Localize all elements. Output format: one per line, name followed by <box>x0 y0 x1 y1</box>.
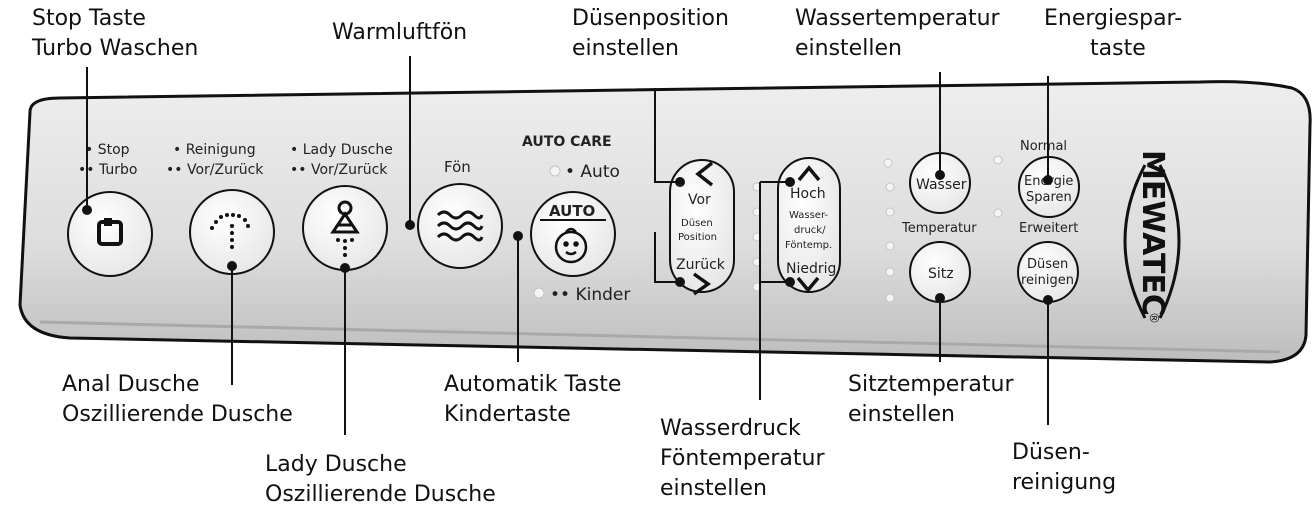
dryer-button[interactable] <box>417 183 503 269</box>
normal-led <box>993 155 1003 165</box>
nozzle-position-control: Vor Düsen Position Zurück <box>669 159 735 296</box>
duesen-button-label-1: Düsen <box>1027 257 1068 272</box>
druck-center-2: druck/ <box>794 225 826 236</box>
energie-button-label-2: Sparen <box>1026 190 1072 205</box>
druck-center-1: Wasser- <box>789 210 828 221</box>
stop-label-2: •• Turbo <box>78 162 137 178</box>
lady-label-2: •• Vor/Zurück <box>290 162 388 178</box>
callout-stop-line2: Turbo Waschen <box>32 36 199 61</box>
wasser-button-label: Wasser <box>916 177 967 193</box>
stop-label-1: • Stop <box>85 142 130 158</box>
callout-energie: Energiespar- taste <box>1044 4 1182 64</box>
pos-center-1: Düsen <box>681 218 713 229</box>
kinder-label: •• Kinder <box>550 285 630 305</box>
brand-logo: MEWATEC ® <box>1123 150 1181 324</box>
reinigung-label-1: • Reinigung <box>173 142 256 158</box>
callout-wassertemp-line2: einstellen <box>795 36 902 61</box>
foen-label: Fön <box>444 158 471 176</box>
callout-anal-line1: Anal Dusche <box>62 372 200 397</box>
callout-lady: Lady Dusche Oszillierende Dusche <box>265 450 496 510</box>
autocare-title: AUTO CARE <box>522 134 612 150</box>
callout-energie-line2: taste <box>1090 36 1146 61</box>
temperatur-label: Temperatur <box>901 221 977 236</box>
callout-duesenpos-line1: Düsenposition <box>572 6 729 31</box>
callout-stop: Stop Taste Turbo Waschen <box>32 4 198 64</box>
callout-lady-line2: Oszillierende Dusche <box>265 482 496 507</box>
chevron-left-icon <box>695 161 714 187</box>
callout-anal: Anal Dusche Oszillierende Dusche <box>62 370 293 430</box>
panel-body <box>18 80 1312 364</box>
pos-vor: Vor <box>688 192 711 208</box>
duesen-button-label-2: reinigen <box>1021 273 1074 288</box>
lady-shower-button[interactable] <box>302 185 388 271</box>
pressure-up-button[interactable]: Hoch <box>790 165 826 202</box>
shower-spray-icon <box>210 213 250 249</box>
auto-led <box>549 165 561 177</box>
callout-anal-line2: Oszillierende Dusche <box>62 402 293 427</box>
lady-icon <box>330 200 360 257</box>
auto-button-label: AUTO <box>549 202 595 220</box>
callout-wasserdruck: Wasserdruck Föntemperatur einstellen <box>660 414 825 504</box>
callout-lady-line1: Lady Dusche <box>265 452 407 477</box>
callout-warm-line1: Warmluftfön <box>332 20 468 45</box>
callout-energie-line1: Energiespar- <box>1044 6 1183 31</box>
callout-automatik: Automatik Taste Kindertaste <box>444 370 621 430</box>
erweitert-label: Erweitert <box>1019 221 1078 236</box>
druck-hoch: Hoch <box>790 186 826 202</box>
reinigung-label-2: •• Vor/Zurück <box>166 162 264 178</box>
nozzle-forward-button[interactable]: Vor <box>688 161 714 208</box>
kinder-led <box>533 287 545 299</box>
callout-wasserdruck-line1: Wasserdruck <box>660 416 801 441</box>
normal-label: Normal <box>1020 139 1067 154</box>
pos-zurueck: Zurück <box>676 257 726 273</box>
chevron-down-icon <box>796 276 820 293</box>
callout-wassertemp-line1: Wassertemperatur <box>795 6 1000 31</box>
auto-label: • Auto <box>565 162 620 182</box>
callout-warm: Warmluftfön <box>332 18 467 48</box>
callout-duesenrein-line1: Düsen- <box>1012 440 1090 465</box>
registered-mark: ® <box>1147 312 1161 324</box>
anal-shower-button[interactable] <box>189 189 275 275</box>
nozzle-back-button[interactable]: Zurück <box>676 257 726 296</box>
auto-kinder-button[interactable]: AUTO <box>530 191 616 277</box>
stop-icon <box>97 218 123 246</box>
leader-dots <box>82 170 1053 305</box>
callout-duesenrein: Düsen- reinigung <box>1012 438 1116 498</box>
callout-duesenpos: Düsenposition einstellen <box>572 4 729 64</box>
callout-automatik-line2: Kindertaste <box>444 402 571 427</box>
nozzle-clean-button[interactable]: Düsen reinigen <box>1017 241 1079 303</box>
callout-wasserdruck-line3: einstellen <box>660 476 767 501</box>
pos-center-2: Position <box>678 232 717 243</box>
erweitert-led <box>993 208 1003 218</box>
callout-duesenrein-line2: reinigung <box>1012 470 1117 495</box>
callout-automatik-line1: Automatik Taste <box>444 372 622 397</box>
druck-center-3: Föntemp. <box>785 240 832 251</box>
warm-air-icon <box>436 210 484 242</box>
callout-sitztemp: Sitztemperatur einstellen <box>848 370 1013 430</box>
pressure-control: Hoch Wasser- druck/ Föntemp. Niedrig <box>777 157 841 293</box>
chevron-up-icon <box>797 165 821 182</box>
callout-duesenpos-line2: einstellen <box>572 36 679 61</box>
druck-niedrig: Niedrig <box>786 261 836 277</box>
callout-sitztemp-line1: Sitztemperatur <box>848 372 1014 397</box>
pressure-down-button[interactable]: Niedrig <box>786 261 836 293</box>
chevron-right-icon <box>692 272 712 296</box>
callout-stop-line1: Stop Taste <box>32 6 146 31</box>
water-temp-button[interactable]: Wasser <box>909 152 971 214</box>
baby-face-icon <box>554 227 588 264</box>
sitz-button-label: Sitz <box>928 266 954 282</box>
callout-wassertemp: Wassertemperatur einstellen <box>795 4 1000 64</box>
callout-wasserdruck-line2: Föntemperatur <box>660 446 825 471</box>
lady-label-1: • Lady Dusche <box>290 142 393 158</box>
callout-sitztemp-line2: einstellen <box>848 402 955 427</box>
temperature-leds <box>883 158 895 303</box>
seat-temp-button[interactable]: Sitz <box>909 241 971 303</box>
stop-button[interactable] <box>67 191 153 277</box>
brand-name: MEWATEC <box>1135 150 1170 316</box>
